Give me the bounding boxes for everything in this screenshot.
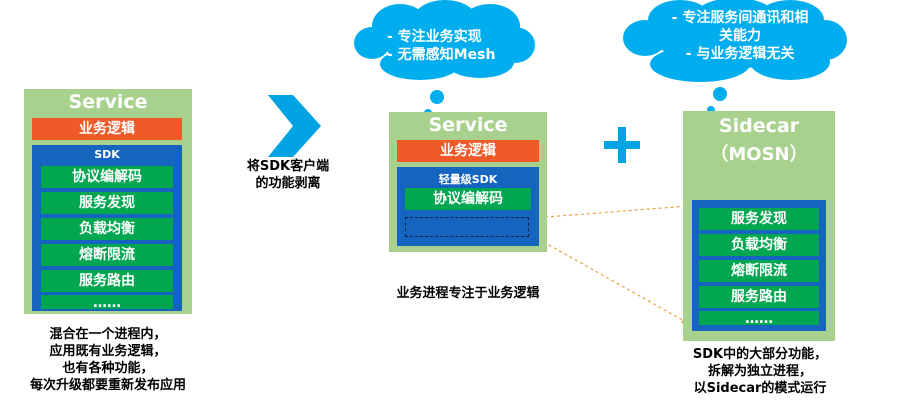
left-sdk-box: SDK 协议编解码 服务发现 负载均衡 熔断限流 服务路由 …… [32, 145, 182, 311]
sidecar-item: 服务路由 [699, 286, 819, 308]
sidecar-title: Sidecar [718, 115, 800, 137]
left-sdk-item: 服务发现 [41, 192, 173, 214]
middle-cloud-bubble [430, 90, 444, 104]
left-sdk-item: 熔断限流 [41, 244, 173, 266]
left-sdk-item: 负载均衡 [41, 218, 173, 240]
middle-cloud-icon [354, 0, 535, 80]
right-caption-line: SDK中的大部分功能， [692, 347, 828, 362]
middle-cloud-text: - 专注业务实现 - 无需感知Mesh [387, 28, 517, 64]
connector-line-bottom [532, 235, 687, 323]
right-cloud-icon [623, 0, 847, 82]
middle-business-logic-bar: 业务逻辑 [397, 140, 539, 162]
left-caption-line: 应用既有业务逻辑， [49, 344, 167, 359]
left-sdk-item: 服务路由 [41, 270, 173, 292]
arrow-caption-line: 的功能剥离 [255, 176, 321, 191]
left-sdk-item: 协议编解码 [41, 166, 173, 188]
right-cloud-text: - 专注服务间通讯和相 关能力 - 与业务逻辑无关 [655, 9, 825, 63]
left-business-logic-bar: 业务逻辑 [32, 118, 182, 140]
arrow-caption-line: 将SDK客户端 [246, 159, 330, 174]
sidecar-subtitle: （MOSN） [710, 144, 808, 165]
middle-cloud-line: - 无需感知Mesh [387, 47, 496, 63]
right-caption: SDK中的大部分功能， 拆解为独立进程， 以Sidecar的模式运行 [660, 346, 860, 397]
sidecar-inner-box: 服务发现 负载均衡 熔断限流 服务路由 …… [692, 200, 826, 331]
right-cloud-bubble [713, 87, 727, 101]
sidecar-box: Sidecar （MOSN） 服务发现 负载均衡 熔断限流 服务路由 …… [683, 111, 835, 341]
right-cloud-line: - 专注服务间通讯和相 [671, 10, 809, 26]
middle-service-title: Service [428, 114, 508, 136]
plus-icon-horizontal [604, 141, 640, 149]
sidecar-item-ellipsis: …… [699, 311, 819, 327]
right-caption-line: 拆解为独立进程， [707, 364, 812, 379]
strip-arrow-icon [268, 95, 321, 157]
left-service-title: Service [68, 91, 148, 113]
left-sdk-item-ellipsis: …… [41, 295, 173, 311]
right-cloud-line: - 与业务逻辑无关 [685, 46, 795, 62]
sidecar-item: 服务发现 [699, 208, 819, 230]
middle-sdk-box: 轻量级SDK 协议编解码 [397, 167, 539, 246]
middle-cloud-line: - 专注业务实现 [387, 29, 482, 45]
connector-line-top [532, 205, 689, 219]
sidecar-item: 负载均衡 [699, 234, 819, 256]
left-sdk-title: SDK [94, 148, 120, 161]
left-caption-line: 混合在一个进程内， [49, 327, 167, 342]
left-caption: 混合在一个进程内， 应用既有业务逻辑， 也有各种功能， 每次升级都要重新发布应用 [0, 326, 216, 394]
middle-sdk-empty-slot [405, 217, 529, 237]
middle-sdk-item: 协议编解码 [405, 188, 531, 210]
right-cloud-line: 关能力 [719, 28, 761, 44]
middle-caption: 业务进程专注于业务逻辑 [396, 286, 540, 301]
left-caption-line: 每次升级都要重新发布应用 [29, 378, 186, 393]
arrow-caption: 将SDK客户端 的功能剥离 [232, 158, 344, 192]
left-service-box: Service 业务逻辑 SDK 协议编解码 服务发现 负载均衡 熔断限流 服务… [24, 89, 192, 314]
middle-sdk-title: 轻量级SDK [438, 173, 498, 186]
left-caption-line: 也有各种功能， [62, 361, 154, 376]
right-caption-line: 以Sidecar的模式运行 [693, 381, 827, 396]
middle-service-box: Service 业务逻辑 轻量级SDK 协议编解码 [389, 112, 547, 252]
sidecar-item: 熔断限流 [699, 260, 819, 282]
